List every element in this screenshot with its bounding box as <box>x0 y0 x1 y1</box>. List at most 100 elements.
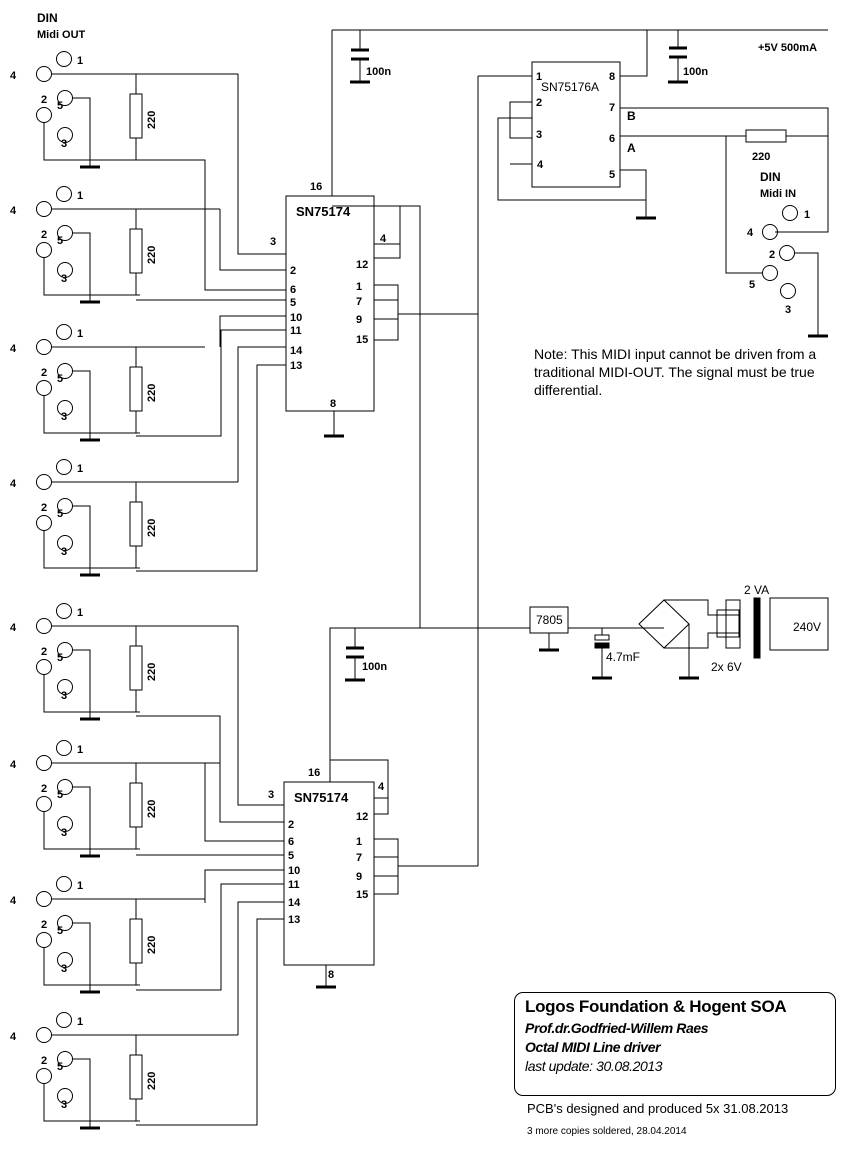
secondary-label: 2x 6V <box>711 660 742 674</box>
driver-ic-pin: 5 <box>288 850 294 862</box>
driver-ic-pin: 5 <box>290 297 296 309</box>
pin-label: 2 <box>41 1055 47 1067</box>
din-pin-circle <box>56 186 72 202</box>
wire <box>509 101 532 139</box>
driver-ic-pin: 16 <box>308 767 320 779</box>
din-pin-circle <box>36 1027 52 1043</box>
resistor-value: 220 <box>146 519 158 537</box>
din-pin-circle <box>57 127 73 143</box>
components <box>36 46 829 1130</box>
driver-ic-pin: 15 <box>356 334 368 346</box>
wire <box>786 108 829 137</box>
capacitor-value: 100n <box>362 661 387 673</box>
resistor <box>129 1054 143 1100</box>
pin-label: 1 <box>77 1016 83 1028</box>
wire <box>72 649 91 719</box>
wire <box>374 284 399 341</box>
power-label: +5V 500mA <box>758 42 817 54</box>
pin-label: 5 <box>57 235 63 247</box>
wire <box>237 626 284 806</box>
copies-note: 3 more copies soldered, 28.04.2014 <box>527 1126 687 1137</box>
resistor <box>129 645 143 691</box>
pin-label: 1 <box>77 190 83 202</box>
wire <box>43 396 140 434</box>
pin-label: 5 <box>57 789 63 801</box>
driver-ic-pin: 13 <box>288 914 300 926</box>
din-pin-circle <box>56 740 72 756</box>
receiver-ic-pin: 5 <box>609 169 615 181</box>
din-pin-circle <box>57 915 73 931</box>
driver-ic-pin: 7 <box>356 852 362 864</box>
bridge-rectifier <box>638 599 690 649</box>
din-pin-circle <box>36 107 52 123</box>
driver-ic-pin: 6 <box>290 284 296 296</box>
resistor <box>129 93 143 139</box>
electrolytic-plate <box>594 642 610 649</box>
pin-label: 2 <box>41 229 47 241</box>
wire <box>43 1084 140 1122</box>
capacitor-value: 100n <box>683 66 708 78</box>
din-pin-circle <box>56 51 72 67</box>
driver-ic-pin: 2 <box>290 265 296 277</box>
bus-a-label: A <box>627 141 636 155</box>
driver-ic-pin: 4 <box>378 781 385 793</box>
resistor-value: 220 <box>146 384 158 402</box>
resistor-value: 220 <box>146 663 158 681</box>
wire <box>43 123 140 161</box>
din-pin-circle <box>57 816 73 832</box>
din-pin-circle <box>36 242 52 258</box>
title-block-update: last update: 30.08.2013 <box>525 1058 663 1074</box>
din-pin-circle <box>57 363 73 379</box>
pin-label: 5 <box>57 1061 63 1073</box>
driver-ic-pin: 6 <box>288 836 294 848</box>
din-pin-circle <box>36 515 52 531</box>
wire <box>72 232 91 302</box>
driver-ic-pin: 8 <box>330 398 336 410</box>
wire <box>136 159 286 291</box>
pin-label: 3 <box>61 827 67 839</box>
pin-label: 3 <box>61 138 67 150</box>
pin-label: 1 <box>804 209 810 221</box>
din-pin-circle <box>36 618 52 634</box>
driver-ic-pin: 13 <box>290 360 302 372</box>
wire <box>330 759 389 815</box>
pin-label: 4 <box>10 622 17 634</box>
driver-ic-pin: 11 <box>288 879 300 891</box>
din-in-title: DIN <box>760 170 781 184</box>
receiver-ic-pin: 6 <box>609 133 615 145</box>
pin-label: 2 <box>41 502 47 514</box>
pin-label: 3 <box>61 546 67 558</box>
driver-ic-pin: 2 <box>288 819 294 831</box>
pin-label: 4 <box>10 343 17 355</box>
bus-b-label: B <box>627 109 636 123</box>
wire <box>497 117 646 201</box>
pin-label: 5 <box>749 279 755 291</box>
resistor <box>129 366 143 412</box>
pin-label: 2 <box>769 249 775 261</box>
transformer-rating: 2 VA <box>744 583 769 597</box>
driver-ic-name: SN75174 <box>294 790 349 805</box>
wire <box>136 329 286 437</box>
din-pin-circle <box>36 932 52 948</box>
wire <box>72 97 91 167</box>
pin-label: 2 <box>41 94 47 106</box>
driver-ic-name: SN75174 <box>296 204 351 219</box>
din-pin-circle <box>36 891 52 907</box>
din-pin-circle <box>36 201 52 217</box>
driver-ic-pin: 16 <box>310 181 322 193</box>
din-pin-circle <box>57 262 73 278</box>
driver-ic-pin: 10 <box>290 312 302 324</box>
din-pin-circle <box>57 952 73 968</box>
wire <box>620 30 648 77</box>
driver-ic-pin: 8 <box>328 969 334 981</box>
wire <box>43 675 140 713</box>
receiver-ic-pin: 1 <box>536 71 542 83</box>
driver-ic-pin: 14 <box>288 897 301 909</box>
wire <box>237 346 286 482</box>
resistor-value: 220 <box>146 246 158 264</box>
receiver-ic-pin: 7 <box>609 102 615 114</box>
pcb-note: PCB's designed and produced 5x 31.08.201… <box>527 1101 789 1116</box>
din-pin-circle <box>56 603 72 619</box>
din-pin-circle <box>36 339 52 355</box>
